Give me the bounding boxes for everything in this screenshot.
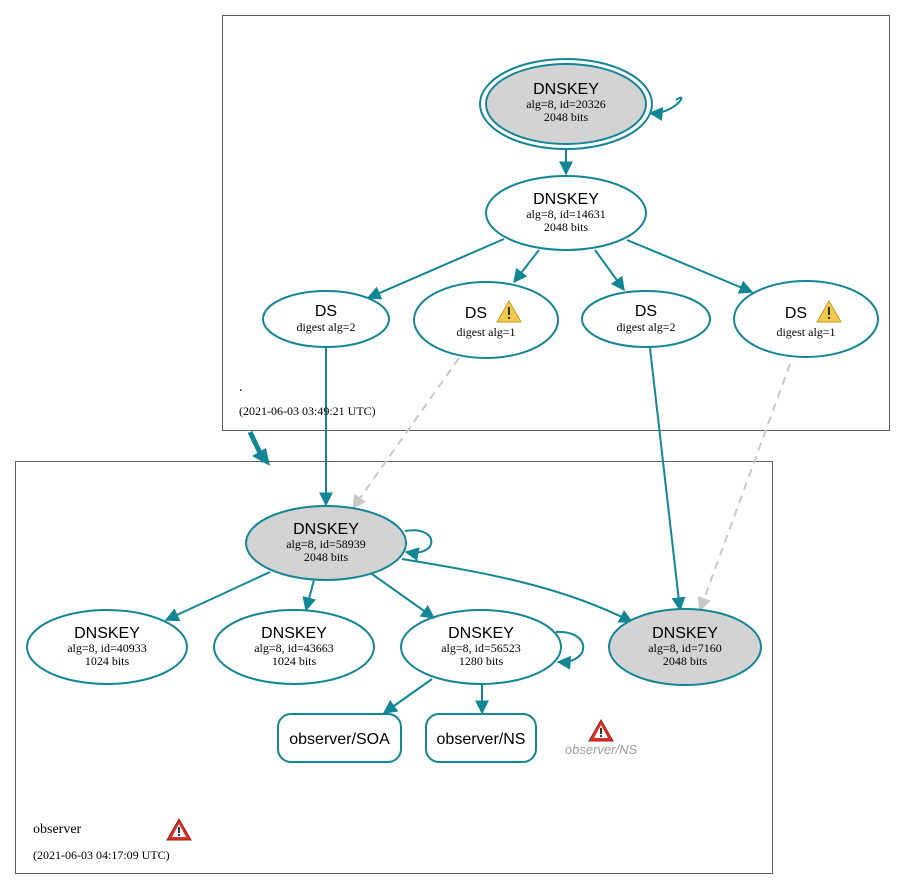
key-7160-bits: 2048 bits bbox=[663, 654, 708, 668]
ds-2-digest: digest alg=1 bbox=[456, 325, 515, 339]
zone-root-box bbox=[222, 15, 890, 431]
observer-key-40933-node[interactable]: DNSKEY alg=8, id=40933 1024 bits bbox=[26, 609, 188, 685]
rrset-soa-node[interactable]: observer/SOA bbox=[277, 713, 402, 763]
ds-node-3[interactable]: DS digest alg=2 bbox=[581, 290, 711, 348]
observer-ksk-title: DNSKEY bbox=[293, 521, 359, 538]
root-zsk-node[interactable]: DNSKEY alg=8, id=14631 2048 bits bbox=[485, 175, 647, 251]
zone-root-timestamp: (2021-06-03 03:49:21 UTC) bbox=[239, 404, 376, 418]
ds-4-digest: digest alg=1 bbox=[776, 325, 835, 339]
zone-observer-box bbox=[15, 461, 773, 874]
warning-icon bbox=[816, 299, 842, 323]
ds-2-title: DS bbox=[465, 305, 487, 322]
root-zsk-title: DNSKEY bbox=[533, 191, 599, 208]
key-43663-bits: 1024 bits bbox=[272, 654, 317, 668]
edges-root bbox=[366, 96, 754, 300]
error-icon bbox=[166, 817, 192, 841]
ds-1-title: DS bbox=[315, 303, 337, 320]
key-7160-title: DNSKEY bbox=[652, 625, 718, 642]
key-7160-id: alg=8, id=7160 bbox=[648, 641, 722, 655]
observer-ksk-node[interactable]: DNSKEY alg=8, id=58939 2048 bits bbox=[245, 505, 407, 581]
observer-key-56523-node[interactable]: DNSKEY alg=8, id=56523 1280 bits bbox=[400, 609, 562, 685]
zone-observer-label: observer bbox=[33, 822, 82, 837]
observer-ksk-id: alg=8, id=58939 bbox=[286, 537, 366, 551]
rrset-ns-error-label: observer/NS bbox=[565, 742, 638, 757]
ds-4-title: DS bbox=[785, 305, 807, 322]
zone-observer-timestamp: (2021-06-03 04:17:09 UTC) bbox=[33, 848, 170, 862]
root-ksk-title: DNSKEY bbox=[533, 81, 599, 98]
root-ksk-node[interactable]: DNSKEY alg=8, id=20326 2048 bits bbox=[479, 58, 653, 150]
edges-ds bbox=[319, 347, 791, 612]
observer-key-43663-node[interactable]: DNSKEY alg=8, id=43663 1024 bits bbox=[213, 609, 375, 685]
rrset-soa-label: observer/SOA bbox=[289, 731, 390, 748]
edges-observer bbox=[164, 529, 634, 715]
delegation-arrowhead bbox=[252, 448, 270, 466]
root-ksk-id: alg=8, id=20326 bbox=[526, 97, 606, 111]
observer-ksk-bits: 2048 bits bbox=[304, 550, 349, 564]
ds-3-title: DS bbox=[635, 303, 657, 320]
root-zsk-id: alg=8, id=14631 bbox=[526, 207, 606, 221]
ds-1-digest: digest alg=2 bbox=[296, 320, 355, 334]
ds-3-digest: digest alg=2 bbox=[616, 320, 675, 334]
ds-node-2[interactable]: DS digest alg=1 bbox=[413, 281, 559, 359]
root-zsk-bits: 2048 bits bbox=[544, 220, 589, 234]
key-43663-id: alg=8, id=43663 bbox=[254, 641, 334, 655]
key-56523-bits: 1280 bits bbox=[459, 654, 504, 668]
key-56523-id: alg=8, id=56523 bbox=[441, 641, 521, 655]
key-40933-bits: 1024 bits bbox=[85, 654, 130, 668]
key-40933-title: DNSKEY bbox=[74, 625, 140, 642]
warning-icon bbox=[496, 299, 522, 323]
key-43663-title: DNSKEY bbox=[261, 625, 327, 642]
key-56523-title: DNSKEY bbox=[448, 625, 514, 642]
key-40933-id: alg=8, id=40933 bbox=[67, 641, 147, 655]
rrset-ns-node[interactable]: observer/NS bbox=[425, 713, 537, 763]
error-icon bbox=[588, 718, 614, 742]
rrset-ns-error-node[interactable]: observer/NS bbox=[565, 718, 638, 757]
root-ksk-bits: 2048 bits bbox=[544, 110, 589, 124]
zone-root-label: . bbox=[239, 380, 243, 395]
observer-key-7160-node[interactable]: DNSKEY alg=8, id=7160 2048 bits bbox=[608, 608, 762, 686]
ds-node-1[interactable]: DS digest alg=2 bbox=[262, 290, 390, 348]
ds-node-4[interactable]: DS digest alg=1 bbox=[733, 280, 879, 358]
rrset-ns-label: observer/NS bbox=[437, 731, 526, 748]
